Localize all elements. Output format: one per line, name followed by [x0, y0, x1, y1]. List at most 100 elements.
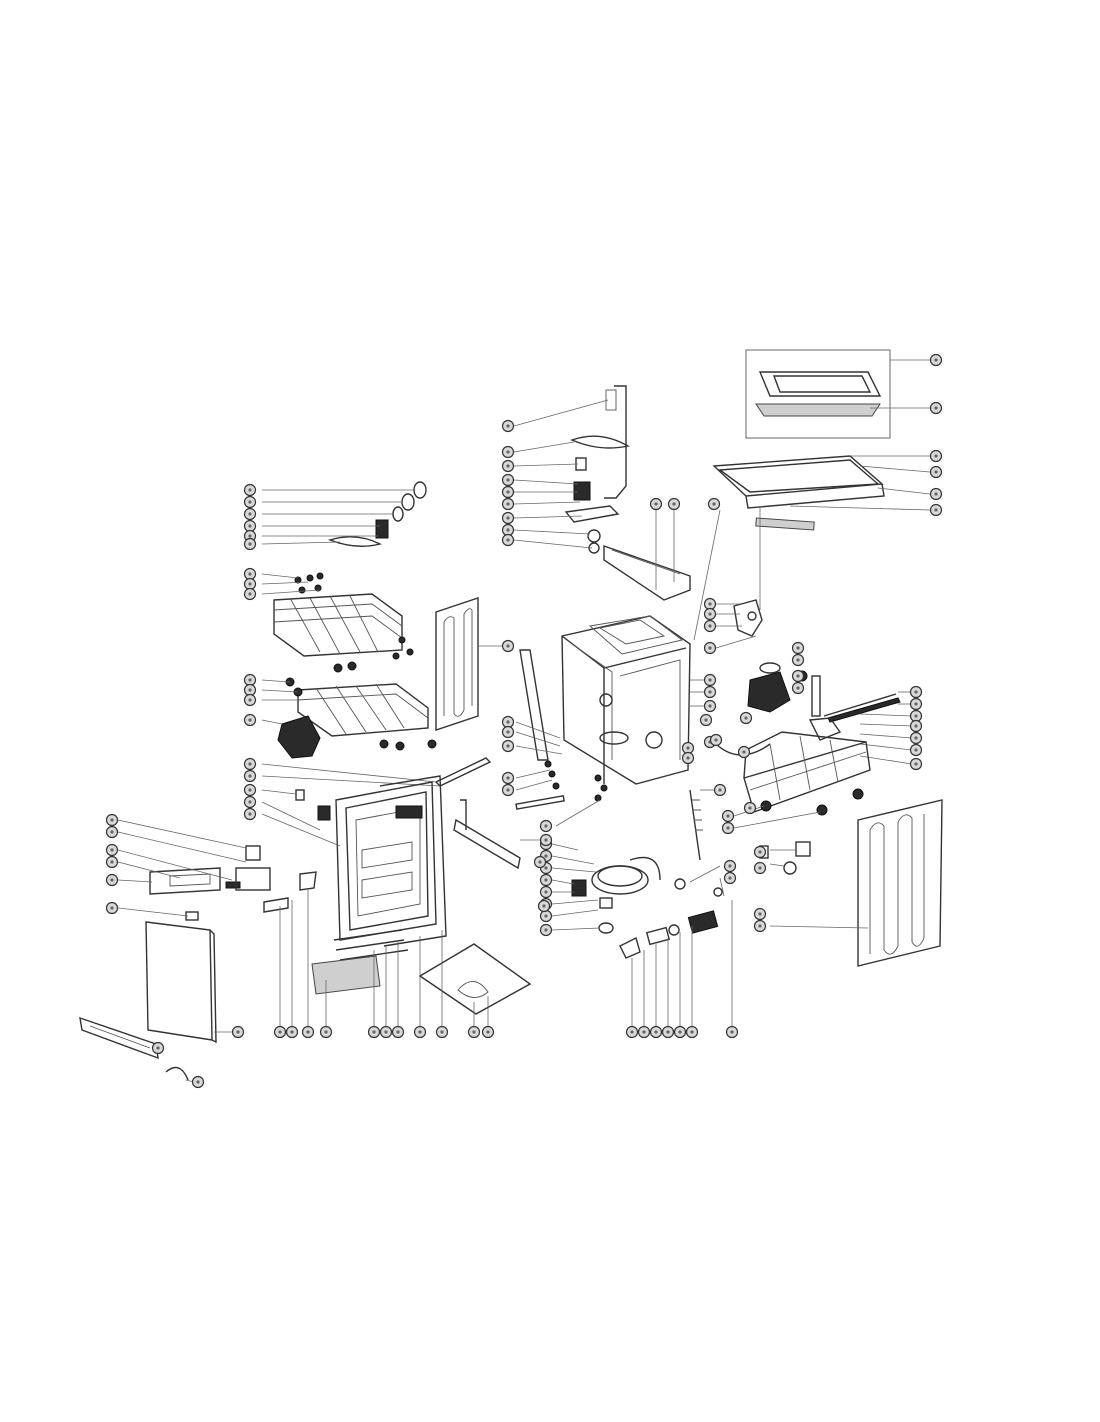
callout-marker	[649, 1025, 663, 1039]
door-seal	[311, 929, 443, 1026]
callout-marker	[319, 1025, 333, 1039]
callout-marker	[301, 1025, 315, 1039]
callout-marker	[105, 825, 119, 839]
callout-marker	[481, 1025, 495, 1039]
tub	[515, 615, 706, 791]
callout-marker	[539, 819, 553, 833]
callout-marker	[243, 807, 257, 821]
callout-marker	[929, 487, 943, 501]
callout-marker	[231, 1025, 245, 1039]
middle-spray-arm-assembly	[261, 481, 427, 547]
callout-marker	[929, 465, 943, 479]
callout-marker	[703, 597, 717, 611]
callout-marker	[743, 801, 757, 815]
callout-marker	[649, 497, 663, 511]
callout-marker	[791, 641, 805, 655]
callout-marker	[501, 497, 515, 511]
kick-plate	[79, 1016, 195, 1083]
side-insulation-left	[435, 597, 502, 731]
top-frame	[712, 455, 931, 531]
callout-marker	[501, 783, 515, 797]
callout-marker	[501, 473, 515, 487]
callout-marker	[501, 511, 515, 525]
callout-marker	[243, 495, 257, 509]
callout-marker	[501, 715, 515, 729]
callout-marker	[501, 459, 515, 473]
callout-marker	[681, 751, 695, 765]
callout-marker	[737, 745, 751, 759]
callout-marker	[637, 1025, 651, 1039]
callout-marker	[243, 567, 257, 581]
callout-marker	[929, 353, 943, 367]
callout-marker	[681, 741, 695, 755]
callout-marker	[501, 725, 515, 739]
callout-marker	[243, 693, 257, 707]
callout-marker	[909, 685, 923, 699]
callout-marker	[685, 1025, 699, 1039]
callout-marker	[721, 821, 735, 835]
callout-marker	[539, 873, 553, 887]
callout-marker	[703, 699, 717, 713]
callout-marker	[929, 449, 943, 463]
cutlery-basket	[261, 715, 321, 759]
callout-marker	[721, 809, 735, 823]
upper-basket	[261, 572, 414, 660]
callout-marker	[501, 485, 515, 499]
callout-marker	[625, 1025, 639, 1039]
callout-marker	[105, 843, 119, 857]
callout-marker	[243, 587, 257, 601]
callout-marker	[739, 711, 753, 725]
callout-marker	[791, 681, 805, 695]
upper-spray-arm-assembly	[513, 385, 630, 554]
lower-basket	[261, 661, 437, 751]
callout-marker	[243, 795, 257, 809]
callout-marker	[539, 909, 553, 923]
callout-marker	[753, 845, 767, 859]
heater-hose-assembly	[715, 675, 913, 765]
callout-marker	[909, 719, 923, 733]
callout-marker	[723, 871, 737, 885]
callout-marker	[709, 733, 723, 747]
callout-marker	[243, 519, 257, 533]
callout-marker	[501, 771, 515, 785]
callout-marker	[243, 783, 257, 797]
callout-marker	[703, 619, 717, 633]
callout-marker	[673, 1025, 687, 1039]
callout-marker	[243, 757, 257, 771]
callout-marker	[105, 873, 119, 887]
tub-fasteners	[515, 760, 608, 827]
upper-basket-rollers	[294, 572, 414, 660]
door-outer-panel	[145, 921, 232, 1044]
callout-marker	[707, 497, 721, 511]
callout-marker	[661, 1025, 675, 1039]
callout-marker	[909, 709, 923, 723]
callout-marker	[243, 673, 257, 687]
callout-marker	[703, 673, 717, 687]
callout-marker	[539, 885, 553, 899]
drain-pump-assembly	[619, 865, 733, 1026]
callout-marker	[413, 1025, 427, 1039]
callout-marker	[699, 713, 713, 727]
callout-marker	[243, 577, 257, 591]
callout-marker	[929, 503, 943, 517]
callout-marker	[713, 783, 727, 797]
callout-markers	[105, 353, 943, 1089]
callout-marker	[725, 1025, 739, 1039]
callout-marker	[501, 419, 515, 433]
callout-marker	[909, 697, 923, 711]
callout-marker	[243, 769, 257, 783]
callout-marker	[753, 861, 767, 875]
door-handle-rail	[453, 799, 540, 870]
callout-marker	[191, 1075, 205, 1089]
callout-marker	[243, 683, 257, 697]
callout-marker	[285, 1025, 299, 1039]
callout-marker	[243, 507, 257, 521]
base-frame	[733, 731, 871, 829]
bottom-insulation	[418, 943, 532, 1026]
callout-marker	[367, 1025, 381, 1039]
callout-marker	[537, 899, 551, 913]
control-panel	[117, 819, 271, 921]
callout-marker	[379, 1025, 393, 1039]
callout-marker	[151, 1041, 165, 1055]
